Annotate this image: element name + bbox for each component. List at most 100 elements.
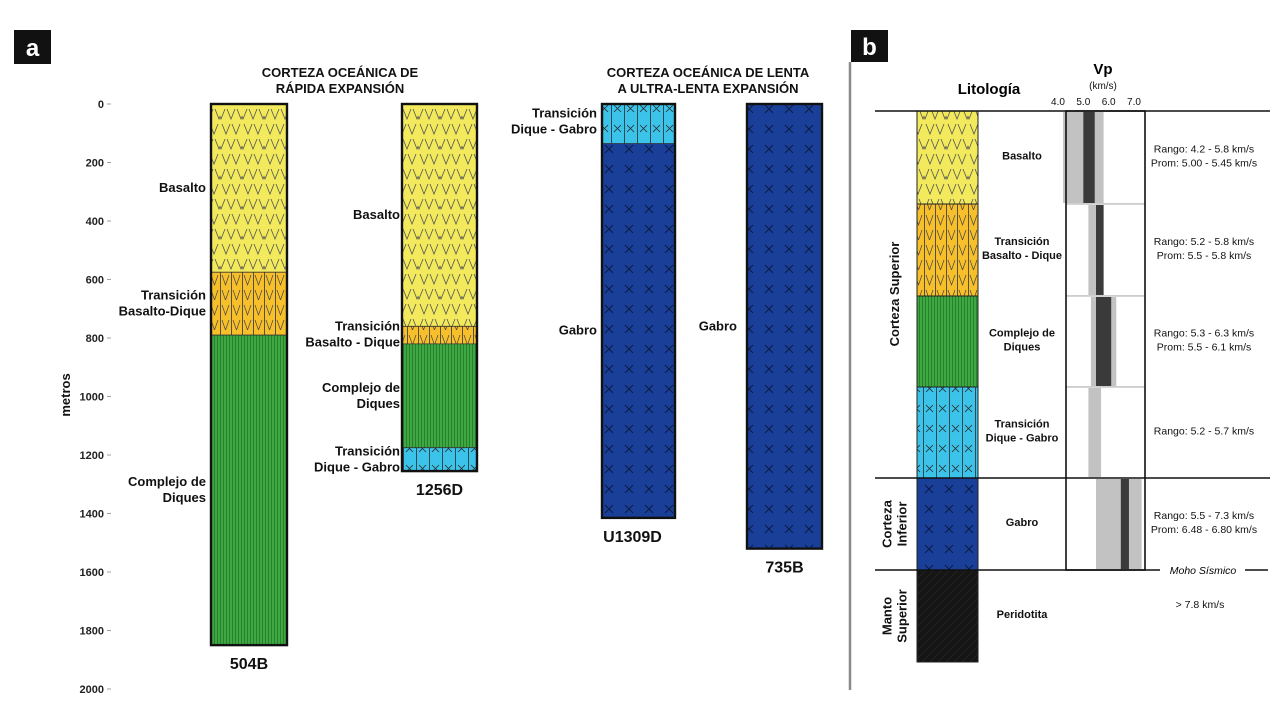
y-tick-label: 1000 [80,392,104,404]
panel-a-badge [14,30,51,64]
crust-group-labels: Corteza SuperiorCortezaInferiorMantoSupe… [880,242,910,643]
column-name: 735B [765,560,803,577]
y-tick-label: 1400 [80,509,104,521]
lithology-block [916,203,979,297]
vp-tick-label: 6.0 [1102,97,1116,108]
panel-a-letter: a [26,35,40,62]
layer-gabbro [747,104,822,549]
y-tick-label: 600 [86,275,104,287]
lithology-name: Basalto [1002,151,1042,163]
vp-unit: (km/s) [1089,81,1117,92]
vp-range-bar [1088,388,1102,477]
group-slow-title-1: CORTEZA OCEÁNICA DE LENTA [607,65,810,80]
column-outline [600,102,677,520]
layer-basalt [211,104,287,273]
layer-dike_gabbro [602,104,675,144]
layer-label: Gabro [559,323,597,338]
vp-tick-label: 5.0 [1076,97,1090,108]
lithology-title: Litología [958,81,1021,98]
y-tick-label: 1800 [80,626,104,638]
y-axis-label: metros [58,373,73,416]
lithology-block [916,569,979,663]
column-name: 504B [230,656,268,673]
vp-mean-bar [1096,297,1112,386]
layer-transition [402,326,477,344]
vp-cell [1065,386,1146,479]
column-outline [400,102,479,473]
layer-dikes [402,343,477,448]
layer-dike_gabbro [402,447,477,472]
crust-group-label: CortezaInferior [880,499,910,547]
vp-tick-label: 7.0 [1127,97,1141,108]
column-outline [745,102,824,550]
moho-label: Moho Sísmico [1170,565,1237,577]
column-name: 1256D [416,482,463,499]
layer-dikes [211,335,287,646]
lithology-name: Gabro [1006,517,1039,529]
y-tick-label: 400 [86,216,104,228]
lithology-name: Peridotita [997,609,1049,621]
y-tick-label: 200 [86,158,104,170]
panel-b-letter: b [862,34,877,61]
layer-label: Basalto [159,180,206,195]
y-tick-label: 800 [86,333,104,345]
vp-tick-label: 4.0 [1051,97,1065,108]
vp-mean-bar [1096,205,1104,295]
lithology-block [916,477,979,571]
row-peridotite: Peridotita > 7.8 km/s [916,569,1225,663]
y-tick-label: 2000 [80,684,104,696]
y-tick-label: 0 [98,99,104,111]
lithology-block [916,295,979,388]
vp-axis-ticks: 4.0 5.0 6.0 7.0 [1051,97,1141,108]
layer-basalt [402,104,477,327]
vp-range-text: > 7.8 km/s [1176,599,1225,611]
y-tick-label: 1600 [80,567,104,579]
vp-range-bar [1096,479,1142,569]
vp-mean-bar [1120,479,1129,569]
panel-a: a metros 0200400600800100012001400160018… [14,30,824,696]
crust-group-label: MantoSuperior [880,589,910,642]
vp-range-bar [1063,112,1104,203]
lithology-block [916,110,979,205]
group-fast-title-2: RÁPIDA EXPANSIÓN [276,81,405,96]
vp-mean-bar [1083,112,1095,203]
crust-group-label: Corteza Superior [887,242,902,347]
vp-cell [1065,203,1146,297]
vp-title: Vp [1093,61,1112,78]
layer-gabbro [602,143,675,518]
layer-label: Gabro [699,318,737,333]
panel-b: b Litología Vp (km/s) 4.0 5.0 6.0 7.0 Basal… [851,30,1270,663]
vp-range-text: Rango: 5.2 - 5.7 km/s [1154,426,1254,438]
column-name: U1309D [603,529,662,546]
layer-transition [211,272,287,336]
layer-label: Basalto [353,207,400,222]
lithology-block [916,386,979,479]
group-slow-title-2: A ULTRA-LENTA EXPANSIÓN [617,81,798,96]
column-735B: Gabro 735B [699,102,824,577]
